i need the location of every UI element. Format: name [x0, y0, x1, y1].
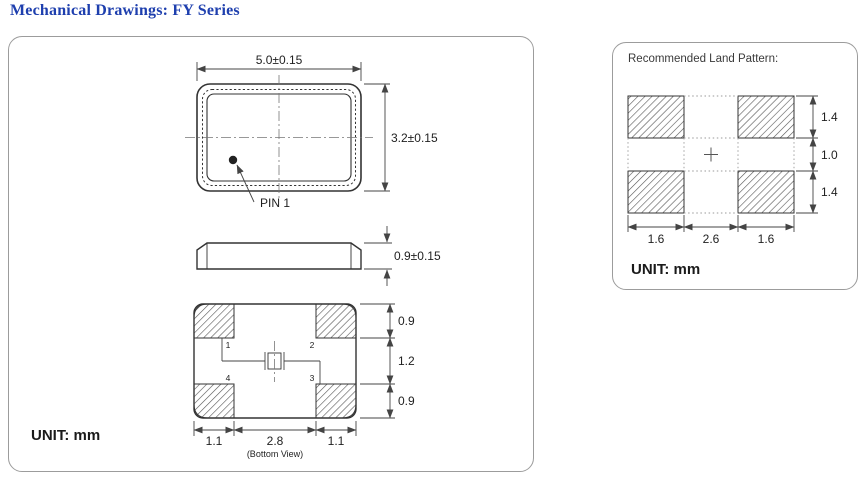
land-pad-top-right: [737, 95, 795, 139]
dim-height-text: 3.2±0.15: [391, 131, 438, 145]
dim-thickness: 0.9±0.15: [364, 226, 441, 286]
pad-1-number: 1: [226, 340, 231, 350]
mechanical-drawing-svg: PIN 1 5.0±0.15 3.2±0.15: [185, 53, 441, 459]
land-pads: [627, 95, 795, 214]
land-unit-label: UNIT: mm: [631, 261, 701, 278]
land-dim-pad-width-right: 1.6: [758, 232, 775, 246]
top-view-drawing: PIN 1: [185, 75, 373, 210]
land-pattern-svg: 1.4 1.0 1.4 1.6 2.6 1.6: [627, 95, 838, 246]
bottom-view-bottom-dims: 1.1 2.8 1.1: [193, 421, 357, 448]
dim-thickness-text: 0.9±0.15: [394, 249, 441, 263]
page-title: Mechanical Drawings: FY Series: [10, 2, 240, 19]
dim-pad-height-bottom: 0.9: [398, 394, 415, 408]
land-pad-top-left: [627, 95, 685, 139]
pad-2-number: 2: [310, 340, 315, 350]
side-view-drawing: [196, 242, 362, 270]
pin1-leader-line: [236, 164, 255, 203]
land-pattern-title: Recommended Land Pattern:: [628, 53, 779, 65]
dim-height: 3.2±0.15: [364, 83, 438, 192]
land-pad-bottom-left: [627, 170, 685, 214]
land-dim-span: 2.6: [703, 232, 720, 246]
land-pad-bottom-right: [737, 170, 795, 214]
pin1-dot: [228, 155, 238, 165]
dim-pad-width-left: 1.1: [206, 434, 223, 448]
bottom-view-drawing: 1 2 3 4: [193, 303, 415, 459]
pad-4-number: 4: [226, 373, 231, 383]
dim-pad-gap: 1.2: [398, 354, 415, 368]
dim-width: 5.0±0.15: [196, 53, 362, 81]
pin1-label: PIN 1: [260, 196, 290, 210]
land-right-dims: 1.4 1.0 1.4: [796, 95, 838, 214]
side-profile: [196, 242, 362, 270]
dim-pad-span: 2.8: [267, 434, 284, 448]
pad-1: [193, 303, 235, 339]
crystal-schematic: [221, 338, 321, 384]
land-bottom-dims: 1.6 2.6 1.6: [627, 215, 795, 246]
main-unit-label: UNIT: mm: [31, 427, 101, 444]
dim-width-text: 5.0±0.15: [256, 53, 303, 67]
bottom-view-right-dims: 0.9 1.2 0.9: [360, 303, 415, 419]
land-dim-pad-height-top: 1.4: [821, 110, 838, 124]
land-pattern-panel: Recommended Land Pattern:: [612, 42, 858, 290]
land-dim-pad-height-bottom: 1.4: [821, 185, 838, 199]
pad-2: [315, 303, 357, 339]
dim-pad-height-top: 0.9: [398, 314, 415, 328]
land-dim-pad-width-left: 1.6: [648, 232, 665, 246]
bottom-view-caption: (Bottom View): [247, 449, 303, 459]
dim-pad-width-right: 1.1: [328, 434, 345, 448]
mechanical-drawing-panel: PIN 1 5.0±0.15 3.2±0.15: [8, 36, 534, 472]
pad-3: [315, 383, 357, 419]
land-dim-gap: 1.0: [821, 148, 838, 162]
pad-3-number: 3: [310, 373, 315, 383]
pad-4: [193, 383, 235, 419]
center-mark: [704, 147, 718, 162]
construction-lines: [627, 95, 795, 214]
